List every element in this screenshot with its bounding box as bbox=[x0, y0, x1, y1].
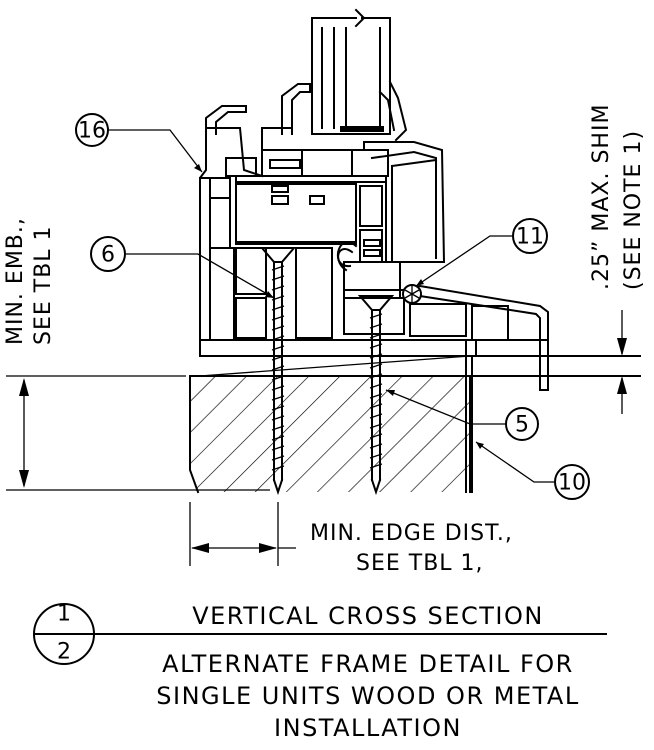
svg-text:5: 5 bbox=[515, 413, 529, 438]
edge-distance-dimension: MIN. EDGE DIST., SEE TBL 1, bbox=[189, 502, 513, 576]
callout-11: 11 bbox=[512, 218, 548, 254]
frame-extrusion bbox=[199, 83, 467, 357]
edge-label-1: MIN. EDGE DIST., bbox=[310, 521, 513, 546]
svg-text:6: 6 bbox=[101, 243, 115, 268]
min-embedment-dimension: MIN. EMB., SEE TBL 1 bbox=[3, 217, 270, 491]
callout-5: 5 bbox=[505, 407, 539, 441]
screw-left bbox=[259, 247, 297, 496]
sheet-number: 2 bbox=[57, 640, 71, 665]
title-heading: VERTICAL CROSS SECTION bbox=[192, 602, 544, 630]
substrate bbox=[189, 375, 471, 494]
svg-text:10: 10 bbox=[558, 471, 586, 496]
shim-gap bbox=[189, 355, 641, 377]
sash-glazing bbox=[311, 8, 446, 263]
shim-label-1: .25” MAX. SHIM bbox=[589, 104, 614, 290]
leader-lines bbox=[108, 129, 554, 483]
title-line-1: ALTERNATE FRAME DETAIL FOR bbox=[162, 650, 574, 678]
callout-16: 16 bbox=[75, 113, 109, 147]
title-line-2: SINGLE UNITS WOOD OR METAL bbox=[156, 682, 579, 710]
shim-dimension: .25” MAX. SHIM (SEE NOTE 1) bbox=[589, 104, 646, 414]
detail-number: 1 bbox=[57, 602, 71, 627]
shim-label-2: (SEE NOTE 1) bbox=[621, 130, 646, 290]
title-block: 1 2 VERTICAL CROSS SECTION ALTERNATE FRA… bbox=[33, 602, 607, 742]
callout-6: 6 bbox=[90, 236, 126, 272]
screw-right bbox=[357, 295, 395, 496]
svg-text:11: 11 bbox=[516, 225, 544, 250]
edge-label-2: SEE TBL 1, bbox=[356, 551, 484, 576]
title-line-3: INSTALLATION bbox=[274, 714, 462, 742]
svg-text:16: 16 bbox=[78, 119, 106, 144]
callout-10: 10 bbox=[554, 464, 590, 500]
min-emb-label-2: SEE TBL 1 bbox=[31, 225, 56, 345]
seal-gasket bbox=[336, 241, 422, 304]
min-emb-label-1: MIN. EMB., bbox=[3, 217, 28, 345]
